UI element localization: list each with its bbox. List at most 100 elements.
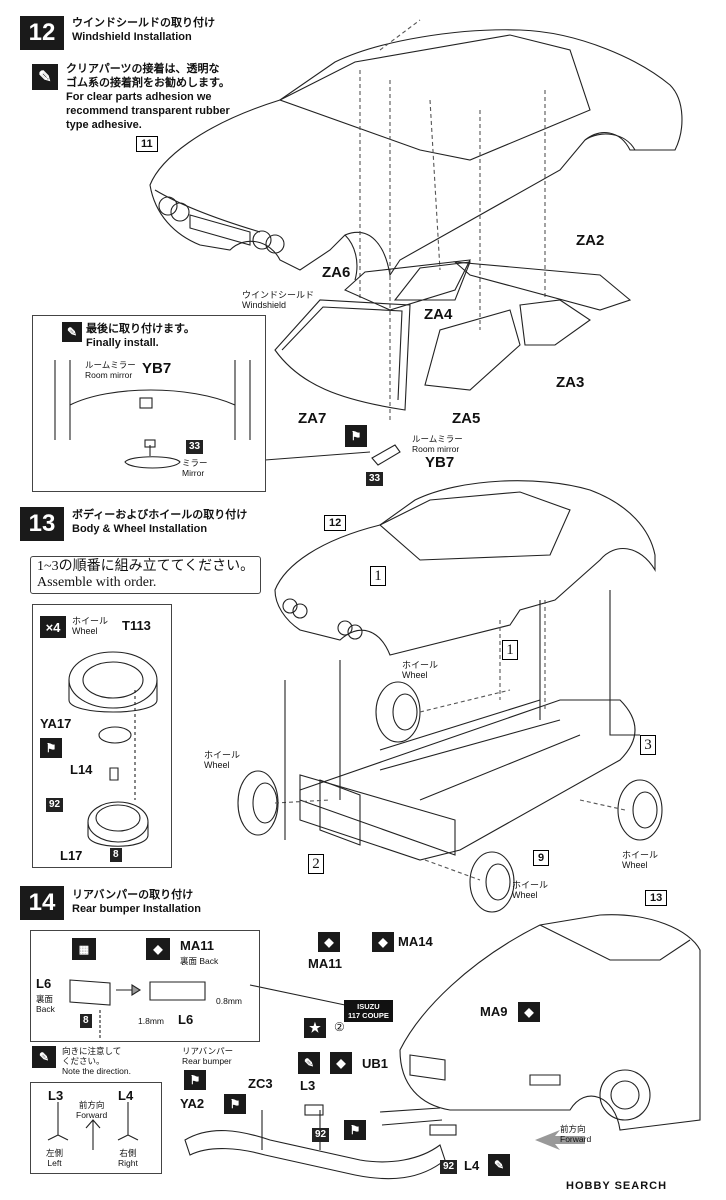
rear-bumper-en: Rear bumper	[182, 1056, 232, 1066]
assembly-order-note: 1~3の順番に組み立ててください。 Assemble with order.	[30, 556, 262, 594]
adhesive-note: クリアパーツの接着は、透明な ゴム系の接着剤をお勧めします。 For clear…	[66, 62, 236, 132]
plate-box-back-en: Back	[199, 956, 219, 966]
car-rear-14	[399, 914, 701, 1131]
step-13-title-en: Body & Wheel Installation	[72, 523, 208, 535]
sequence-2: 2	[308, 854, 324, 874]
finally-install-note: 最後に取り付けます。 Finally install.	[86, 322, 195, 350]
body-ref-12: 12	[324, 515, 347, 531]
direction-l4: L4	[118, 1088, 134, 1103]
wheel-part-92: 92	[46, 798, 64, 812]
step-12-header: ウインドシールドの取り付け Windshield Installation	[72, 16, 215, 44]
part-l3: L3	[300, 1078, 316, 1093]
step-14-title-jp: リアバンパーの取り付け	[72, 889, 194, 901]
mirror-en: Mirror	[182, 468, 205, 478]
plate-box-l6b: L6	[178, 1012, 194, 1027]
decal-icon-ub1: ◆	[330, 1052, 352, 1074]
windshield-label-en: Windshield	[242, 300, 287, 310]
direction-right-en: Right	[118, 1158, 138, 1168]
adhesive-note-en-3: type adhesive.	[66, 119, 142, 131]
paint-stripes-icon: ▦	[72, 938, 96, 960]
plate-box-back-label: 裏面 Back	[180, 956, 218, 966]
chassis	[299, 699, 636, 861]
direction-right: 右側 Right	[118, 1148, 138, 1168]
rear-bumper-jp: リアバンパー	[182, 1046, 234, 1056]
star-icon: ★	[304, 1018, 326, 1038]
callout-room-mirror-en: Room mirror	[412, 444, 460, 454]
glue-icon-direction: ✎	[32, 1046, 56, 1068]
glue-icon-l3: ✎	[298, 1052, 320, 1074]
rear-bumper	[184, 1130, 446, 1180]
wheel-box-jp: ホイール	[72, 616, 109, 626]
callout-part-33: 33	[366, 472, 384, 486]
inset-part-33: 33	[186, 440, 204, 454]
step-14-title-en: Rear bumper Installation	[72, 903, 201, 915]
direction-note-en: Note the direction.	[62, 1066, 131, 1076]
wheel-box-label: ホイール Wheel	[72, 616, 108, 636]
inset-room-mirror-label: ルームミラー Room mirror	[85, 360, 136, 380]
part-ma14: MA14	[398, 934, 433, 949]
adhesive-note-jp-1: クリアパーツの接着は、透明な	[66, 63, 220, 75]
wheel-label-3-jp: ホイール	[622, 850, 659, 860]
window-za4	[393, 261, 471, 301]
direction-note-jp-1: 向きに注意して	[62, 1046, 122, 1056]
callout-room-mirror-jp: ルームミラー	[412, 434, 463, 444]
adhesive-note-jp-2: ゴム系の接着剤をお勧めします。	[66, 77, 230, 89]
body-ref-11: 11	[136, 136, 158, 152]
wheel-assembly-box	[32, 604, 172, 868]
part-za2: ZA2	[576, 232, 605, 249]
car-body-13	[274, 480, 656, 656]
paint-icon-zc3: ⚑	[224, 1094, 246, 1114]
part-za5: ZA5	[452, 410, 481, 427]
part-l4: L4	[464, 1158, 480, 1173]
wheel-label-4-jp: ホイール	[512, 880, 549, 890]
direction-forward-jp: 前方向	[78, 1100, 105, 1110]
part-ya2: YA2	[180, 1096, 205, 1111]
step-13-header: ボディーおよびホイールの取り付け Body & Wheel Installati…	[72, 508, 247, 536]
license-plate: ISUZU 117 COUPE	[344, 1000, 393, 1022]
plate-box-dim-08: 0.8mm	[216, 996, 242, 1006]
rear-bumper-label: リアバンパー Rear bumper	[182, 1046, 233, 1066]
wheels-13	[237, 681, 663, 913]
paint-icon-bumper: ⚑	[184, 1070, 206, 1090]
step-14-header: リアバンパーの取り付け Rear bumper Installation	[72, 888, 201, 916]
part-zc3: ZC3	[248, 1076, 273, 1091]
direction-left-en: Left	[47, 1158, 62, 1168]
mirror-jp: ミラー	[182, 458, 208, 468]
direction-l3: L3	[48, 1088, 64, 1103]
windshield-label: ウインドシールド Windshield	[242, 290, 314, 310]
wheel-part-8: 8	[110, 848, 122, 862]
plate-box-l6-back: 裏面 Back	[36, 994, 55, 1014]
part-l17: L17	[60, 848, 83, 863]
adhesive-note-en-1: For clear parts adhesion we	[66, 91, 212, 103]
part-za3: ZA3	[556, 374, 585, 391]
decal-icon: ◆	[146, 938, 170, 960]
direction-note-jp-2: ください。	[62, 1056, 105, 1066]
direction-note: 向きに注意して ください。 Note the direction.	[62, 1046, 131, 1076]
part-ma11: MA11	[308, 956, 342, 971]
order-jp: 1~3の順番に組み立ててください。	[37, 559, 255, 574]
direction-right-jp: 右側	[119, 1148, 137, 1158]
plate-box-l6-back-jp: 裏面	[36, 994, 54, 1004]
inset-room-mirror-jp: ルームミラー	[85, 360, 136, 370]
paint-icon: ⚑	[345, 425, 367, 447]
rear-window-za6	[344, 259, 471, 311]
windshield-za7	[274, 299, 411, 411]
bumper-part-92b: 92	[440, 1160, 458, 1174]
glue-icon-l4: ✎	[488, 1154, 510, 1176]
inset-mirror-panel	[32, 315, 266, 492]
sequence-1-bottom: 1	[502, 640, 518, 660]
sequence-3: 3	[640, 735, 656, 755]
wheel-label-3-en: Wheel	[622, 860, 648, 870]
part-ub1: UB1	[362, 1056, 389, 1071]
plate-box-part-8: 8	[80, 1014, 92, 1028]
car-body-12	[149, 29, 683, 277]
step-14-number: 14	[20, 886, 64, 920]
forward-label: 前方向 Forward	[560, 1124, 591, 1144]
wheel-label-3: ホイール Wheel	[622, 850, 658, 870]
finally-en: Finally install.	[86, 337, 159, 349]
part-ma9: MA9	[480, 1004, 508, 1019]
chassis-ref-9: 9	[533, 850, 550, 866]
plate-box-dim-18: 1.8mm	[138, 1016, 164, 1026]
glue-icon: ✎	[32, 64, 58, 90]
windshield-label-jp: ウインドシールド	[242, 290, 315, 300]
